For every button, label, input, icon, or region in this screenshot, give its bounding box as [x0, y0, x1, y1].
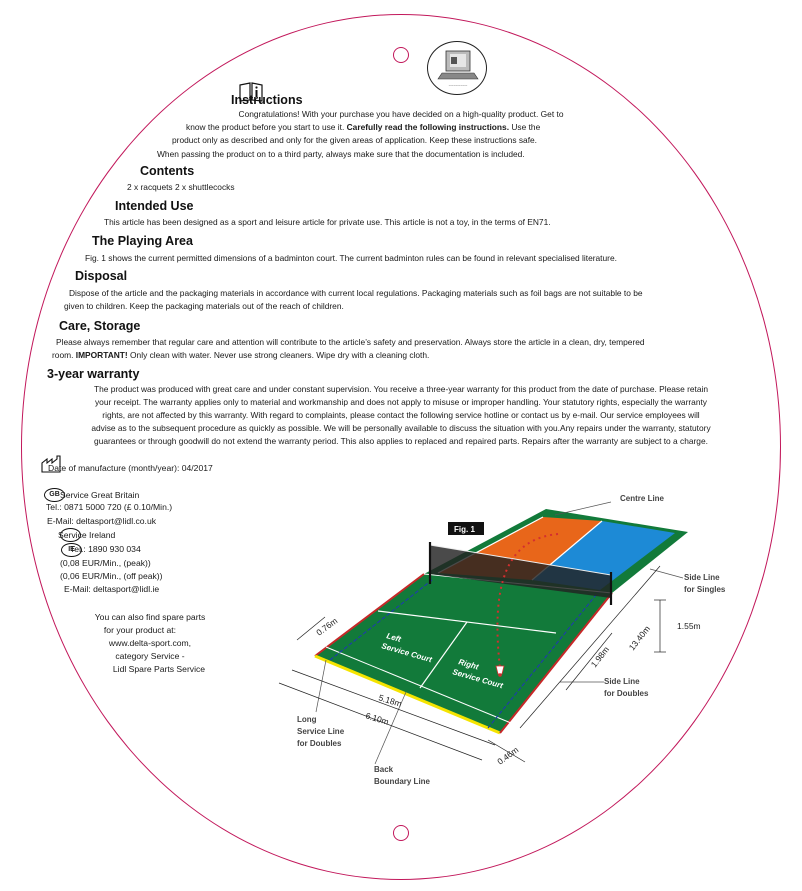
fig-tag-bg: [448, 522, 484, 535]
back-boundary-label-1: Back: [374, 765, 394, 774]
playing-area-text: Fig. 1 shows the current permitted dimen…: [85, 253, 617, 263]
court-near-surface: [315, 574, 612, 733]
dim-198: 1.98m: [589, 644, 611, 669]
contents-title: Contents: [140, 164, 195, 178]
intended-use-title: Intended Use: [115, 199, 194, 213]
left-court-label-1: Left: [385, 631, 402, 644]
care-title: Care, Storage: [59, 319, 141, 333]
warranty-line-2: your receipt. The warranty applies only …: [94, 397, 707, 407]
top-hole: [393, 47, 409, 63]
disc-outline: [21, 14, 781, 880]
instructions-line-4: When passing the product on to a third p…: [157, 149, 525, 159]
intended-use-text: This article has been designed as a spor…: [104, 217, 551, 227]
shuttle-trajectory: [496, 533, 559, 669]
bottom-hole: [393, 825, 409, 841]
centre-line: [419, 621, 468, 689]
spare-parts-link[interactable]: www.delta-sport.com,: [108, 638, 192, 648]
service-ie-email: E-Mail: deltasport@lidl.ie: [64, 584, 160, 594]
disposal-line-1: Dispose of the article and the packaging…: [69, 288, 643, 298]
book-icon: [238, 82, 264, 102]
disposal-title: Disposal: [75, 269, 128, 283]
long-service-label-1: Long: [297, 715, 317, 724]
left-boundary-line: [314, 573, 425, 657]
fig-tag: Fig. 1: [454, 525, 475, 534]
service-ie-rate-offpeak: (0,06 EUR/Min., (off peak)): [60, 571, 163, 581]
dim-046: 0.46m: [495, 745, 520, 767]
long-service-line: [325, 646, 512, 724]
service-ie-rate-peak: (0,08 EUR/Min., (peak)): [60, 558, 151, 568]
shuttlecock: [495, 665, 505, 677]
contents-text: 2 x racquets 2 x shuttlecocks: [127, 182, 235, 192]
dim-610: 6.10m: [364, 710, 390, 726]
manufacture-date: Date of manufacture (month/year): 04/201…: [48, 463, 213, 473]
side-singles-label-2: for Singles: [684, 585, 726, 594]
singles-sideline-left: [329, 579, 433, 661]
ie-country-badge-top: [60, 528, 81, 542]
instructions-line-2: know the product before you start to use…: [186, 122, 541, 132]
disposal-line-2: given to children. Keep the packaging ma…: [64, 301, 344, 311]
centre-line-label: Centre Line: [620, 494, 665, 503]
warranty-title: 3-year warranty: [47, 367, 140, 381]
factory-icon: [41, 455, 65, 473]
spare-parts-line-1: You can also find spare parts: [94, 612, 206, 622]
service-gb-email: E-Mail: deltasport@lidl.co.uk: [47, 516, 157, 526]
spare-parts-line-4: category Service -: [115, 651, 185, 661]
warranty-line-1: The product was produced with great care…: [93, 384, 709, 394]
gb-country-badge: GB: [44, 488, 65, 502]
instructions-line-3: product only as described and only for t…: [172, 135, 537, 145]
side-doubles-label-1: Side Line: [604, 677, 640, 686]
back-boundary-label-2: Boundary Line: [374, 777, 431, 786]
long-service-label-2: Service Line: [297, 727, 345, 736]
back-boundary-line: [314, 654, 501, 735]
ie-country-badge: IE: [61, 543, 82, 557]
net: [430, 545, 611, 598]
svg-text:~~~~~~~~: ~~~~~~~~: [449, 83, 468, 88]
service-ie-tel: Tel.: 1890 930 034: [70, 544, 141, 554]
right-boundary-line: [499, 592, 613, 734]
long-service-label-3: for Doubles: [297, 739, 342, 748]
instructions-title: Instructions: [231, 93, 303, 107]
spare-parts-line-2: for your product at:: [103, 625, 177, 635]
instructions-line-1: Congratulations! With your purchase you …: [238, 109, 564, 119]
side-doubles-label-2: for Doubles: [604, 689, 649, 698]
side-singles-label-1: Side Line: [684, 573, 720, 582]
warranty-line-5: guarantees or through goodwill do not ex…: [94, 436, 708, 446]
warranty-line-3: rights, are not affected by this warrant…: [102, 410, 700, 420]
dim-155: 1.55m: [677, 621, 701, 631]
spare-parts-line-5: Lidl Spare Parts Service: [112, 664, 206, 674]
dim-1340: 13.40m: [627, 624, 652, 653]
service-gb-title: Service Great Britain: [60, 490, 140, 500]
brand-logo: ~~~~~~~~: [427, 41, 487, 95]
playing-area-title: The Playing Area: [92, 234, 193, 248]
care-line-2: room. IMPORTANT! Only clean with water. …: [52, 350, 430, 360]
service-gb-tel: Tel.: 0871 5000 720 (£ 0.10/Min.): [46, 502, 173, 512]
warranty-line-4: advise as to the subsequent procedure as…: [91, 423, 711, 433]
care-line-1: Please always remember that regular care…: [56, 337, 645, 347]
service-ie-title: Service Ireland: [58, 530, 116, 540]
dim-076: 0.76m: [314, 616, 339, 638]
